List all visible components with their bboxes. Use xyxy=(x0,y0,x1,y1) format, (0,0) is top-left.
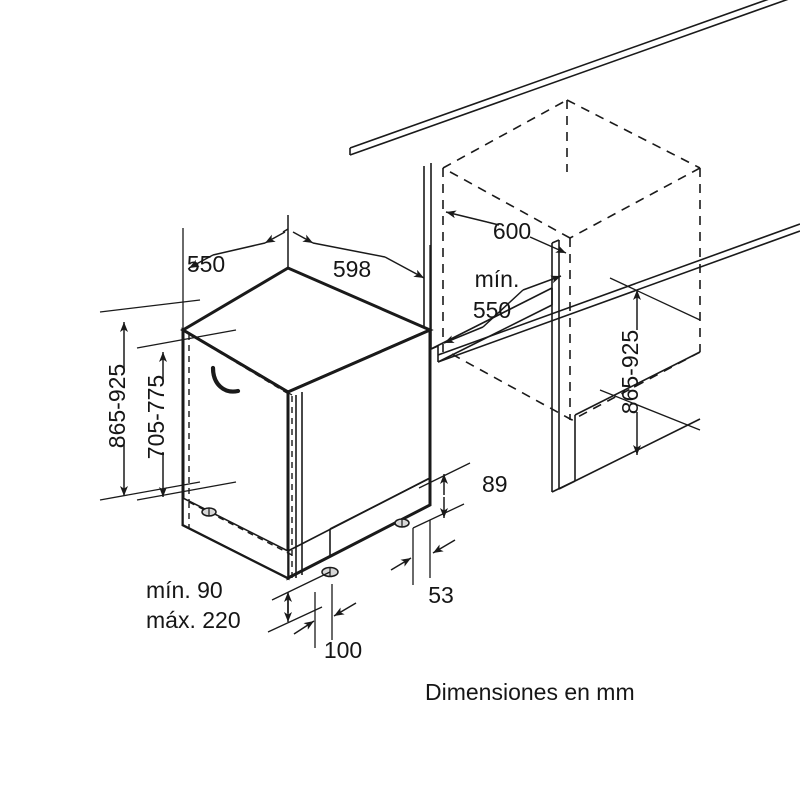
cabinet-side-panel xyxy=(423,163,701,493)
dimension-height-705-775: 705-775 xyxy=(136,329,237,501)
dimension-base-89: 89 xyxy=(412,462,508,529)
dimension-label-height-705-775: 705-775 xyxy=(143,375,169,459)
dimension-label-gap-53: 53 xyxy=(428,582,454,608)
dimension-height-865-925-right: 865-925 xyxy=(599,277,701,455)
dimension-height-865-925-left: 865-925 xyxy=(99,299,201,501)
dimension-label-plinth-max: máx. 220 xyxy=(146,607,241,633)
dimension-label-plinth-min: mín. 90 xyxy=(146,577,223,603)
door-handle-icon xyxy=(210,365,241,394)
dimension-label-height-865-925-left: 865-925 xyxy=(104,364,130,448)
dimension-plinth-height: mín. 90 máx. 220 xyxy=(146,571,331,633)
dimension-label-width-598: 598 xyxy=(333,256,371,282)
dimension-label-cabinet-600: 600 xyxy=(493,218,531,244)
dishwasher-appliance-body xyxy=(180,266,434,581)
units-caption: Dimensiones en mm xyxy=(425,679,635,705)
dimension-label-depth-550: 550 xyxy=(187,251,225,277)
dimension-cabinet-600: 600 xyxy=(445,210,567,254)
dimension-cabinet-min-550: mín. 550 xyxy=(443,266,562,344)
dimension-label-setback-100: 100 xyxy=(324,637,362,663)
dimension-label-cabinet-depth-550: 550 xyxy=(473,297,511,323)
worktop-surface xyxy=(349,0,800,363)
dimension-setback-100: 100 xyxy=(293,584,362,663)
dimension-label-base-89: 89 xyxy=(482,471,508,497)
dimension-gap-53: 53 xyxy=(390,520,456,608)
dimension-width-598: 598 xyxy=(287,215,431,330)
dimension-label-cabinet-min: mín. xyxy=(475,266,520,292)
dimension-label-height-865-925-right: 865-925 xyxy=(617,330,643,414)
